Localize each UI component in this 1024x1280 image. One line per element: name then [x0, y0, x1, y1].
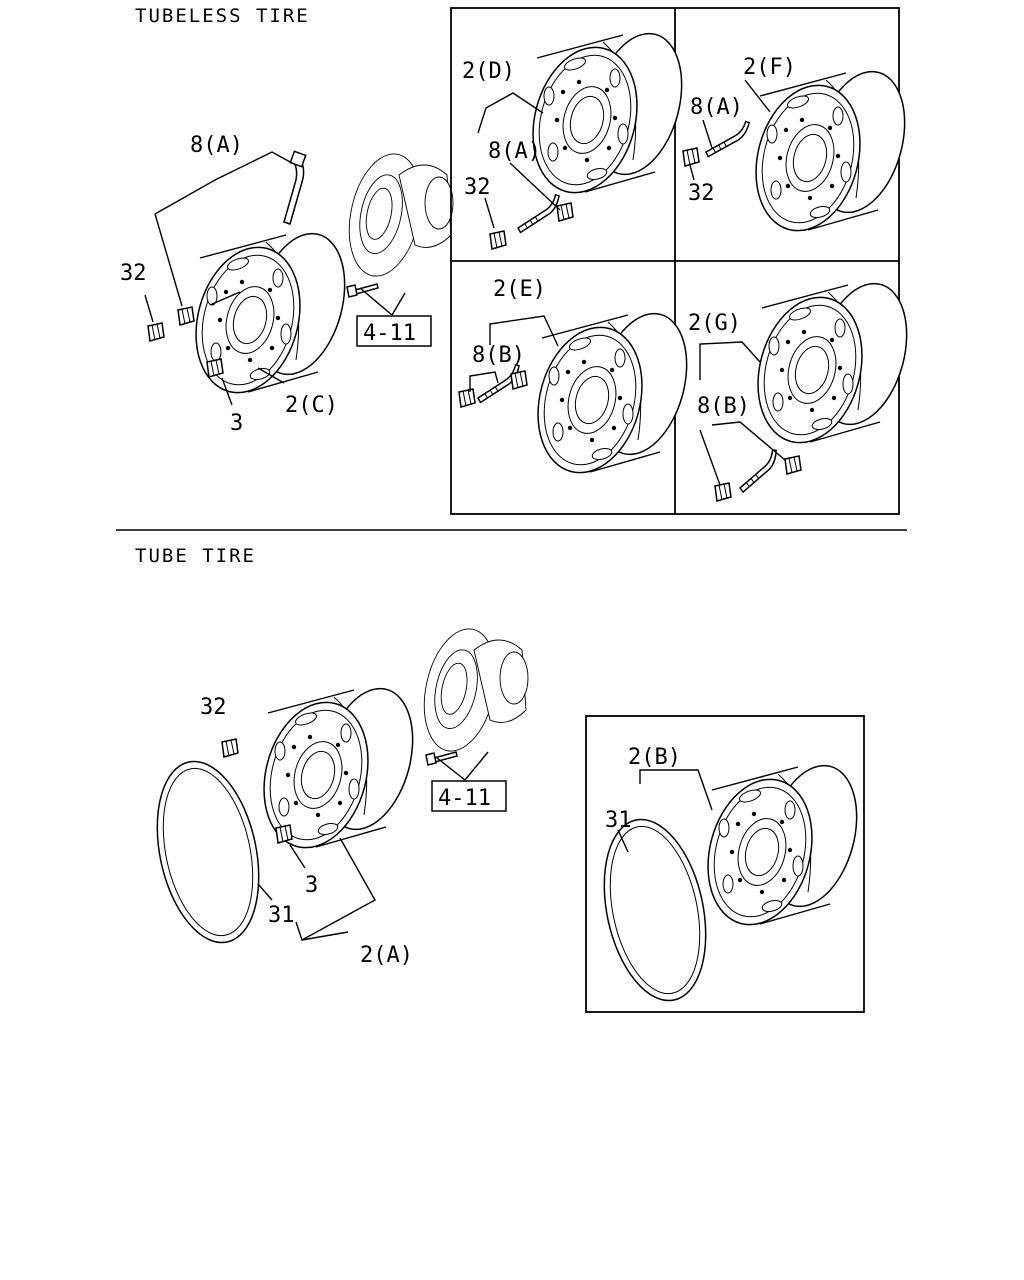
tube-nut-label: 3: [305, 873, 318, 898]
tube-flap-label: 31: [268, 903, 295, 928]
f-wheel-label: 2(F): [743, 55, 796, 80]
tube-cap: [221, 738, 239, 758]
tube-flap: [141, 751, 275, 953]
b-flap-label: 31: [605, 808, 632, 833]
tube-leader-lines: [257, 751, 489, 942]
f-cap-label: 32: [688, 181, 715, 206]
panel-e: [458, 302, 702, 486]
f-valve-label: 8(A): [690, 95, 743, 120]
main-valve-label: 8(A): [190, 133, 243, 158]
panel-b: [585, 715, 872, 1013]
main-ref-label: 4-11: [363, 321, 416, 346]
main-nut-a: [177, 306, 195, 326]
main-wheel-illustration: [179, 222, 360, 406]
main-valve-stem: [283, 150, 307, 225]
panel-f: [682, 60, 920, 244]
panel-g: [699, 272, 922, 502]
main-wheel-label: 2(C): [285, 393, 338, 418]
e-valve-label: 8(B): [472, 343, 525, 368]
e-wheel-label: 2(E): [493, 277, 546, 302]
tube-ref-box: [431, 780, 507, 812]
main-hub: [338, 146, 454, 284]
d-cap-label: 32: [464, 175, 491, 200]
main-nut-label: 3: [230, 411, 243, 436]
main-ref-box: [356, 315, 432, 347]
tube-nut: [275, 824, 293, 844]
main-cap-label: 32: [120, 261, 147, 286]
tube-wheel-label: 2(A): [360, 943, 413, 968]
main-nut-b: [206, 358, 224, 378]
tube-section-title: TUBE TIRE: [135, 545, 256, 567]
tube-cap-label: 32: [200, 695, 227, 720]
main-leader-lines: [144, 151, 406, 406]
g-valve-label: 8(B): [697, 394, 750, 419]
tube-ref-label: 4-11: [438, 786, 491, 811]
b-wheel-label: 2(B): [628, 745, 681, 770]
main-cap: [147, 322, 165, 342]
g-wheel-label: 2(G): [688, 311, 741, 336]
d-valve-label: 8(A): [488, 139, 541, 164]
tube-hub: [413, 621, 529, 759]
d-wheel-label: 2(D): [462, 59, 515, 84]
tubeless-section-title: TUBELESS TIRE: [135, 5, 310, 27]
panel-d: [477, 22, 697, 250]
tube-wheel-illustration: [247, 677, 428, 861]
tube-stud: [425, 751, 458, 766]
